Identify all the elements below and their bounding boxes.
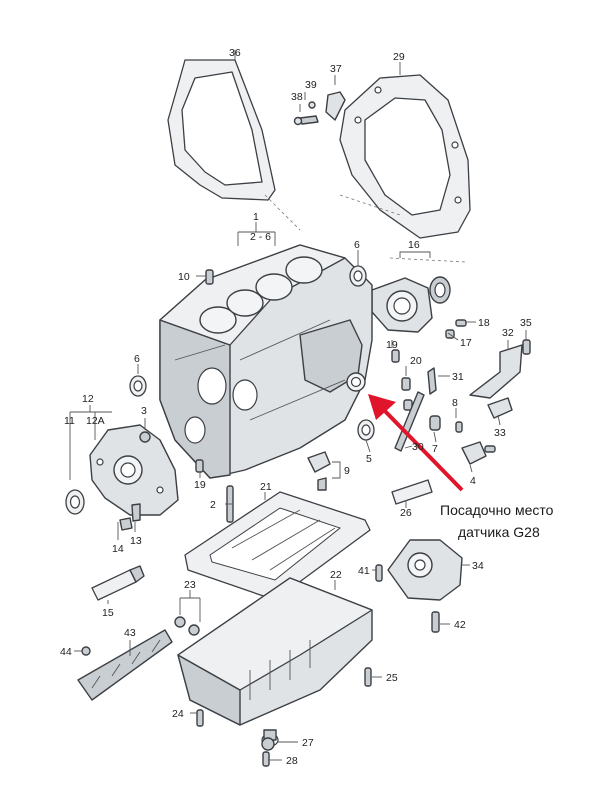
label-14: 14 <box>112 543 124 555</box>
sealant-tube-26 <box>391 479 433 505</box>
oil-pump-34 <box>375 539 463 633</box>
oil-pan-gasket-21 <box>184 491 371 601</box>
label-18: 18 <box>478 317 490 329</box>
sealant-tube-15 <box>91 565 145 601</box>
label-28: 28 <box>286 755 298 767</box>
label-19-right: 19 <box>386 339 398 351</box>
label-34: 34 <box>472 560 484 572</box>
small-parts-7-8-17-18 <box>429 319 467 433</box>
caption-line-2: датчика G28 <box>458 524 540 540</box>
bracket-9 <box>307 451 331 491</box>
rear-plate-29 <box>339 74 471 239</box>
label-39: 39 <box>305 79 317 91</box>
label-19-left: 19 <box>194 479 206 491</box>
bolts-13-14 <box>119 431 204 531</box>
label-35: 35 <box>520 317 532 329</box>
label-11: 11 <box>64 415 75 427</box>
label-21: 21 <box>260 481 272 493</box>
label-8: 8 <box>452 397 458 409</box>
bolts-24-25-27-28 <box>196 667 372 767</box>
dowel-10 <box>205 269 214 285</box>
pins-19-20 <box>391 349 413 411</box>
gasket-36 <box>167 59 301 231</box>
label-4: 4 <box>470 475 476 487</box>
fittings-23 <box>174 616 200 636</box>
label-27: 27 <box>302 737 314 749</box>
label-26: 26 <box>400 507 412 519</box>
label-32: 32 <box>502 327 514 339</box>
label-13: 13 <box>130 535 142 547</box>
label-29: 29 <box>393 51 405 63</box>
front-housing-12 <box>65 424 179 516</box>
seal-rings-6 <box>129 265 367 397</box>
label-22: 22 <box>330 569 342 581</box>
label-15: 15 <box>102 607 114 619</box>
label-6-top: 6 <box>354 239 360 251</box>
ring-5 <box>357 419 375 441</box>
label-36: 36 <box>229 47 241 59</box>
label-7: 7 <box>432 443 438 455</box>
label-16: 16 <box>408 239 420 251</box>
sensor-4 <box>461 441 496 465</box>
label-31: 31 <box>452 371 464 383</box>
label-24: 24 <box>172 708 184 720</box>
cylinder-block-1 <box>159 244 373 479</box>
bracket-37 <box>293 91 346 126</box>
label-42: 42 <box>454 619 466 631</box>
oil-pan-22 <box>177 577 373 747</box>
label-2: 2 <box>210 499 216 511</box>
label-38: 38 <box>291 91 303 103</box>
label-30: 30 <box>412 441 424 453</box>
label-20: 20 <box>410 355 422 367</box>
label-17: 17 <box>460 337 472 349</box>
sensor-caption: Посадочно место датчика G28 <box>440 502 554 540</box>
label-1: 1 <box>253 211 259 223</box>
bracket-32-33 <box>469 339 531 419</box>
seal-flange-16 <box>371 257 466 333</box>
part-number-labels: 36 37 29 39 38 1 2 - 6 6 16 10 18 17 32 … <box>60 47 532 767</box>
label-12: 12 <box>82 393 94 405</box>
label-43: 43 <box>124 627 136 639</box>
label-5: 5 <box>366 453 372 465</box>
label-23: 23 <box>184 579 196 591</box>
label-3: 3 <box>141 405 147 417</box>
sensor-seat-arrow <box>368 394 464 492</box>
label-10: 10 <box>178 271 190 283</box>
label-6-left: 6 <box>134 353 140 365</box>
label-37: 37 <box>330 63 342 75</box>
label-12a: 12A <box>86 415 105 427</box>
caption-line-1: Посадочно место <box>440 502 554 518</box>
label-33: 33 <box>494 427 506 439</box>
tube-30 <box>394 391 425 452</box>
baffle-43 <box>77 629 173 701</box>
label-9: 9 <box>344 465 350 477</box>
pipe-31 <box>427 367 437 395</box>
label-44: 44 <box>60 646 72 658</box>
label-25: 25 <box>386 672 398 684</box>
leader-lines <box>69 50 527 761</box>
label-41: 41 <box>358 565 370 577</box>
label-2-6: 2 - 6 <box>250 231 271 243</box>
